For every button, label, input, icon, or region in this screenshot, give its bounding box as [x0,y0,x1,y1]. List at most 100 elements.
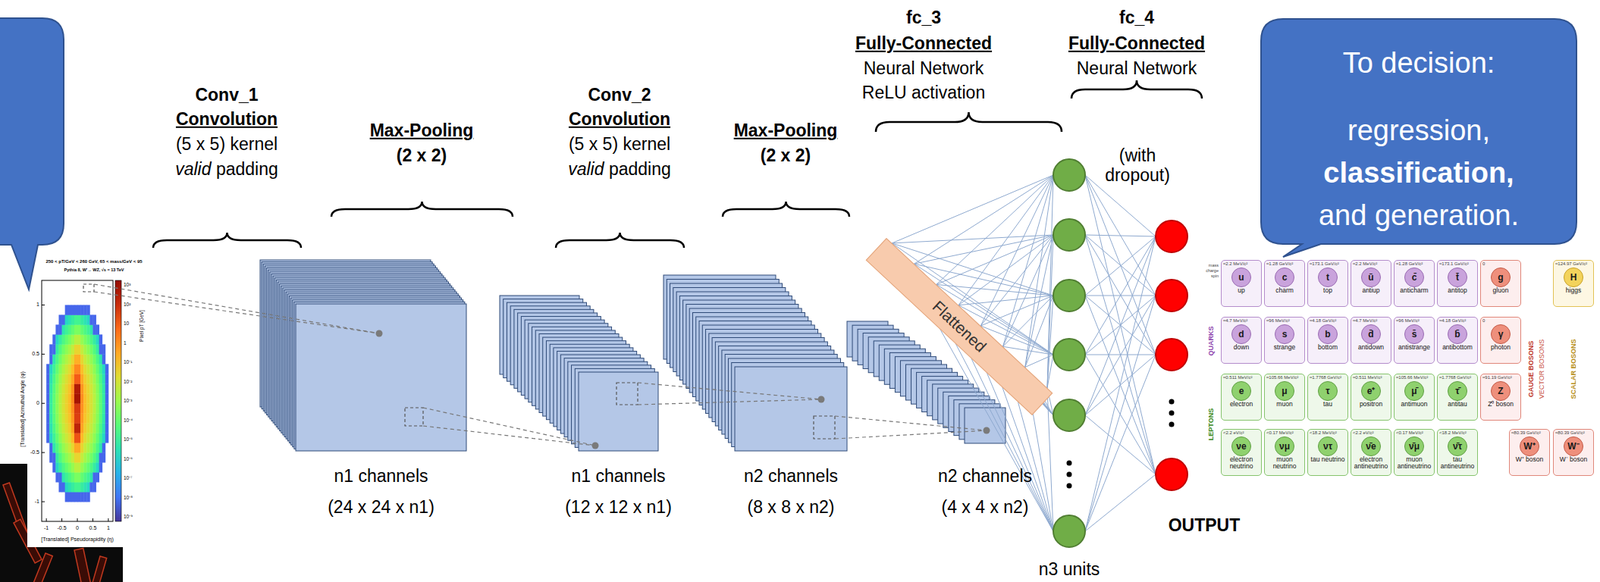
output-label: OUTPUT [1168,515,1241,536]
particle-name: antimuon [1394,401,1434,408]
group-bracket [722,201,850,217]
feature-map: n1 channels(24 x 24 x n1) [260,260,467,452]
particle-cell: <0.17 MeV/c²νμmuon neutrino [1264,429,1306,477]
particle-cell: ≈80.39 GeV/c²W⁻W⁻ boson [1552,429,1594,477]
mass-label: ≈0.511 MeV/c² [1223,375,1261,381]
particle-symbol: τ̄ [1447,381,1468,402]
colorbar-label: 10³ [123,282,131,288]
mass-label: ≈4.7 MeV/c² [1223,318,1261,324]
mass-label: ≈2.2 MeV/c² [1352,261,1390,267]
particle-cell: ≈1.28 GeV/c²ccharm [1264,260,1306,308]
particle-cell: ≈105.66 MeV/c²μ̄antimuon [1393,373,1435,421]
particle-cell: 0ggluon [1480,260,1522,308]
layer-size: n3 units [1038,559,1101,580]
particle-symbol: W⁺ [1519,436,1540,457]
particle-symbol: u [1231,267,1252,288]
particle-name: strange [1264,344,1305,352]
particle-name: anticharm [1394,287,1434,295]
particle-symbol: W⁻ [1563,436,1584,457]
particle-name: top [1308,287,1348,295]
particle-name: tau antineutrino [1437,456,1478,471]
colorbar-label: 10⁻⁸ [123,495,133,501]
particle-cell: <2.2 eV/c²ν̄eelectron antineutrino [1350,429,1392,477]
particle-symbol: νμ [1274,436,1295,457]
callout-heading: To decision: [1267,47,1570,81]
layer-caption: n1 channels [333,466,428,487]
tick-label: 1 [106,525,110,532]
particle-cell: ≈4.7 MeV/c²d̄antidown [1350,316,1392,364]
particle-cell: ≈2.2 MeV/c²ūantiup [1350,260,1392,308]
group-label: VECTOR BOSONS [1537,339,1546,399]
mass-label: <0.17 MeV/c² [1396,430,1434,437]
particle-name: muon antineutrino [1394,456,1434,471]
colorbar-label: 1 [123,340,127,346]
particle-name: electron neutrino [1221,456,1262,471]
text-run: and [1318,199,1375,232]
colorbar-label: 10 [123,320,129,327]
particle-symbol: t̄ [1447,267,1468,288]
particle-cell: ≈4.18 GeV/c²b̄antibottom [1436,316,1478,364]
mass-label: ≈4.7 MeV/c² [1352,318,1390,324]
layer-heading: Conv_1 [194,84,258,105]
callout-body: regression, classification, and generati… [1267,109,1570,237]
particle-symbol: c̄ [1404,267,1425,288]
tick-label: 0 [36,400,40,407]
particle-symbol: b [1317,324,1338,345]
network-connections [891,175,1156,532]
colorbar-label: 10⁻¹ [123,359,132,365]
mass-label: ≈1.7768 GeV/c² [1439,375,1477,381]
particle-name: antistrange [1394,344,1434,352]
colorbar-label: 10⁻⁷ [123,475,133,481]
jet-image [41,280,113,522]
band-label: Flattened [870,243,1048,411]
mass-label: ≈0.511 MeV/c² [1352,375,1390,381]
mass-label: ≈91.19 GeV/c² [1482,375,1520,381]
layer-caption: n2 channels [938,466,1033,487]
mass-label: <2.2 eV/c² [1223,430,1261,437]
group-bracket [331,201,513,217]
text-line: classification, [1267,151,1570,195]
layer-heading: fc_4 [1119,7,1155,28]
layer-heading: valid padding [175,159,279,179]
layer-heading: Neural Network [863,58,985,79]
particle-cell: <0.17 MeV/c²ν̄μmuon antineutrino [1393,429,1435,477]
particle-cell: ≈1.28 GeV/c²c̄anticharm [1393,260,1435,308]
mass-label: ≈2.2 MeV/c² [1223,261,1261,267]
layer-heading: (2 x 2) [760,145,811,166]
particle-cell: ≈1.7768 GeV/c²τ̄antitau [1436,373,1478,421]
dropout-note: (with dropout) [1095,145,1180,186]
tick-label: 1 [36,301,40,308]
colorbar-label: 10⁻⁵ [123,436,133,443]
layer-heading: Max-Pooling [734,120,838,141]
layer-heading: (2 x 2) [396,145,447,166]
layer-heading: Max-Pooling [370,120,474,141]
feature-map: n1 channels(12 x 12 x n1) [499,295,659,452]
layer-heading: fc_3 [906,7,942,28]
feature-map-stack [499,295,659,452]
colorbar-label: 10² [123,301,131,308]
particle-name: W⁻ boson [1553,456,1594,464]
mass-label: ≈124.97 GeV/c² [1555,261,1593,267]
text-run: valid [567,159,609,179]
mass-label: ≈105.66 MeV/c² [1396,375,1434,381]
layer-heading: Convolution [175,109,278,129]
feature-map-stack [663,275,848,452]
particle-symbol: γ [1490,324,1511,345]
particle-cell: ≈96 MeV/c²s̄antistrange [1393,316,1435,364]
particle-name: Z⁰ boson [1480,401,1521,408]
text-run: padding [608,159,672,179]
particle-name: tau [1308,401,1348,408]
particle-name: charm [1264,287,1305,295]
mass-label: ≈173.1 GeV/c² [1309,261,1347,267]
particle-symbol: s [1274,324,1295,345]
axis-title: [Translated] Pseudorapidity (η) [40,536,113,543]
text-run: valid [175,159,217,179]
particle-name: photon [1480,344,1521,352]
particle-name: positron [1351,401,1391,408]
layer-heading: (5 x 5) kernel [175,134,278,154]
particle-name: down [1221,344,1262,352]
particle-cell: ≈105.66 MeV/c²μmuon [1264,373,1306,421]
particle-name: up [1221,287,1262,295]
layer-heading: Convolution [568,109,671,129]
group-bracket [1071,80,1202,99]
